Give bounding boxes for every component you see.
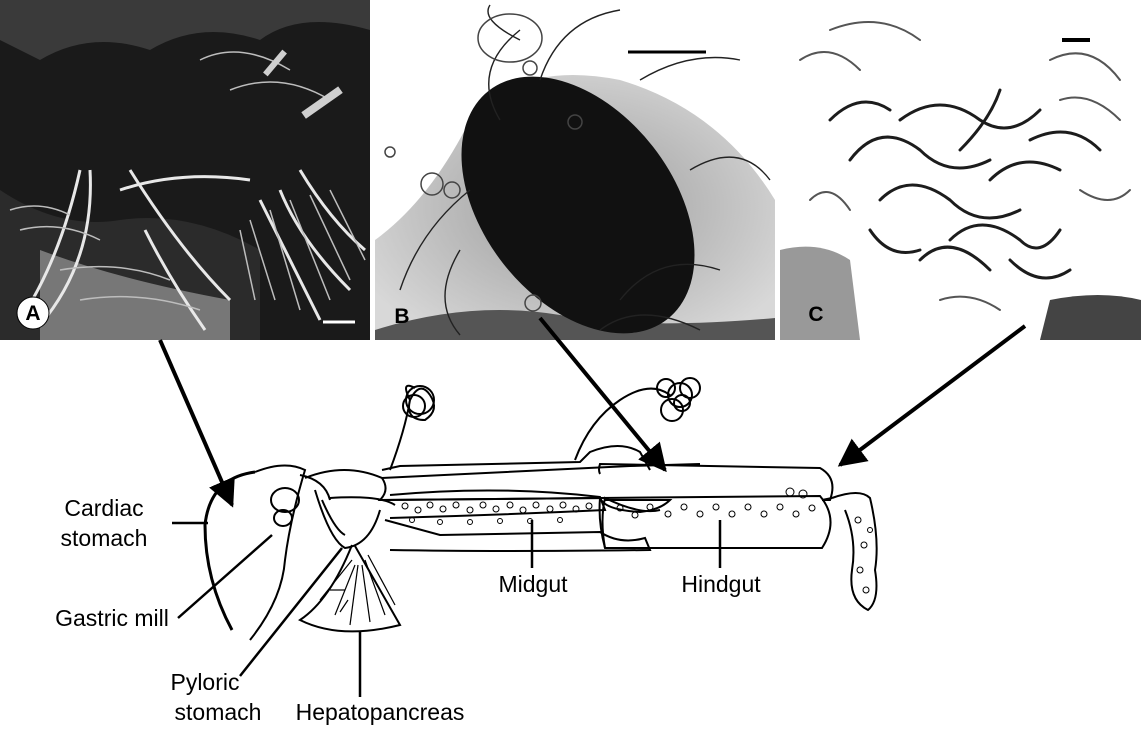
gut-schematic (205, 378, 877, 640)
label-hepatopancreas: Hepatopancreas (296, 699, 465, 725)
label-gastric-mill: Gastric mill (55, 605, 169, 631)
panel-label-a: A (25, 302, 40, 325)
label-pyloric-line2: stomach (175, 699, 262, 725)
label-cardiac-line2: stomach (61, 525, 148, 551)
panel-label-b: B (394, 305, 409, 328)
micrograph-panel-c: C (780, 0, 1141, 340)
micrograph-panel-b: B (375, 0, 775, 378)
leader-lines (172, 520, 720, 697)
region-labels: Cardiac stomach Gastric mill Pyloric sto… (55, 495, 761, 725)
leader-gastric-mill (178, 535, 272, 618)
label-pyloric-line1: Pyloric (170, 669, 239, 695)
label-midgut: Midgut (498, 571, 568, 597)
arrow-c-to-hindgut (840, 326, 1025, 465)
arrow-a-to-cardiac-stomach (160, 340, 232, 505)
pointer-arrows (160, 318, 1025, 505)
label-cardiac-line1: Cardiac (64, 495, 143, 521)
label-hindgut: Hindgut (681, 571, 761, 597)
panel-label-c: C (808, 303, 823, 326)
micrograph-panel-a: A (0, 0, 370, 340)
leader-pyloric-stomach (240, 548, 342, 676)
